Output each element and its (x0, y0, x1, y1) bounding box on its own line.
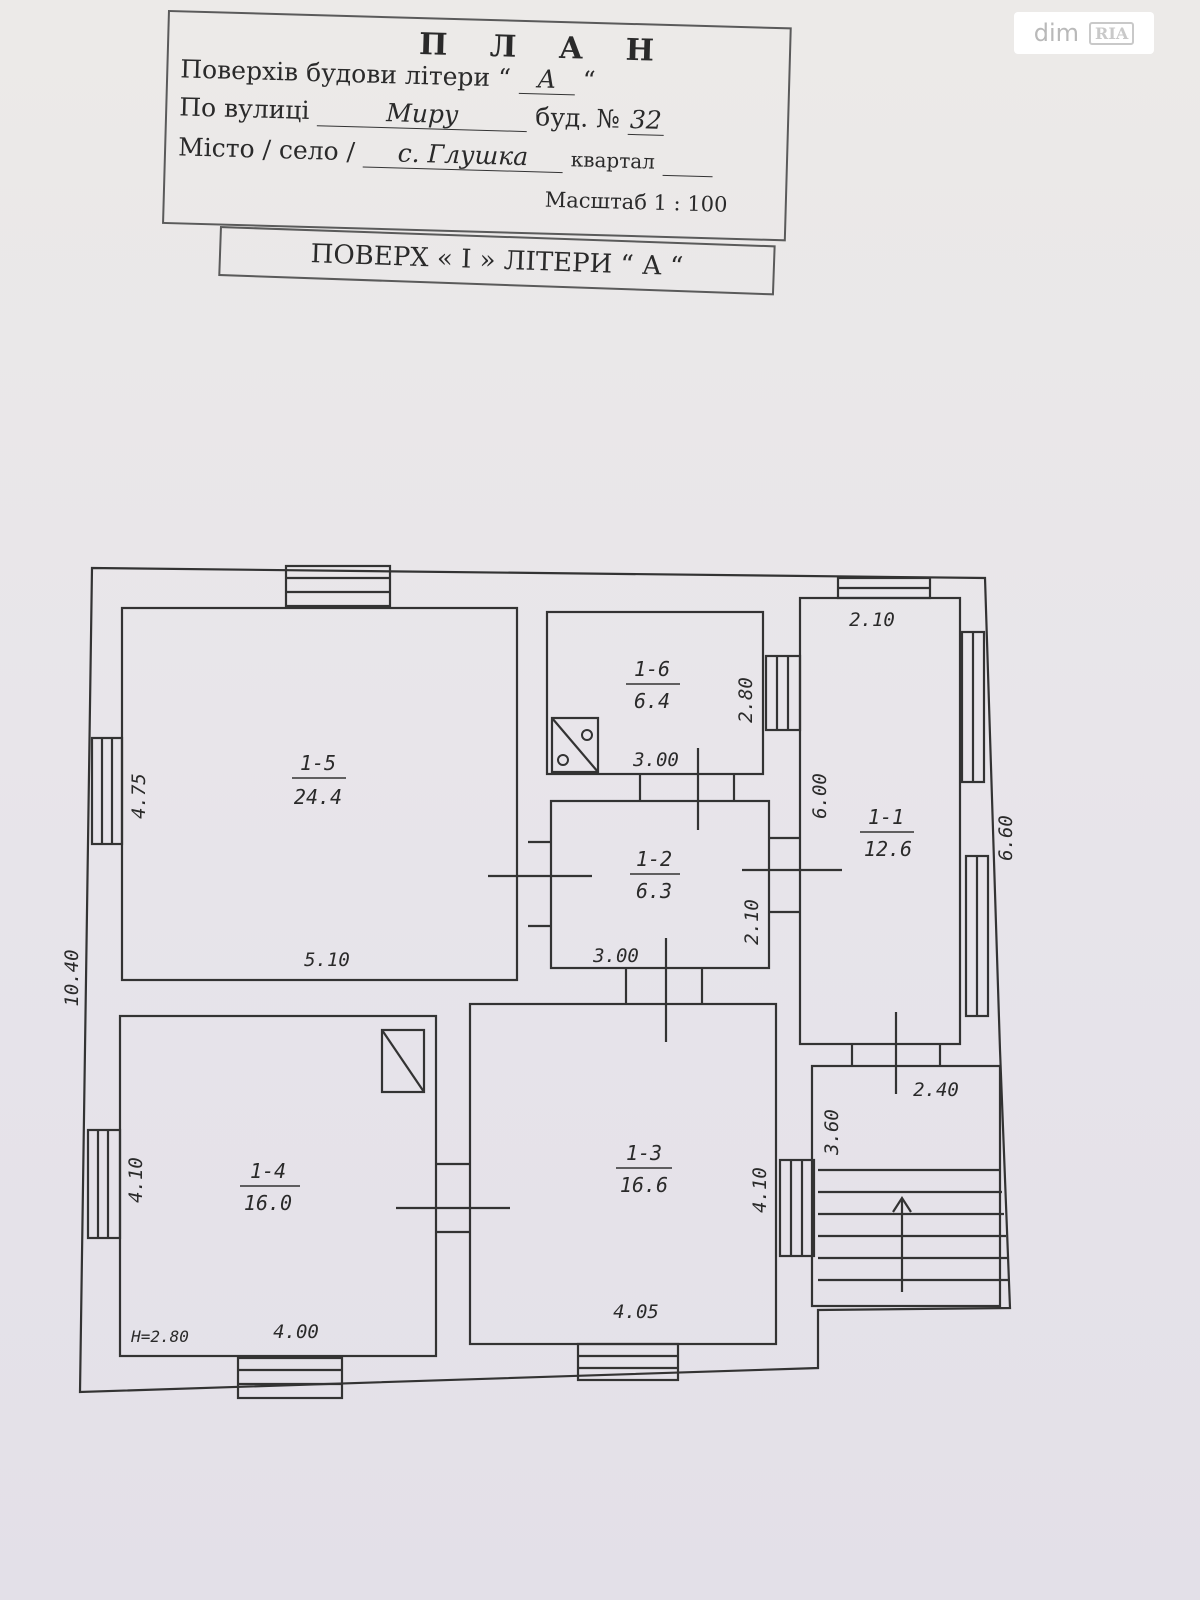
dim-overall-height: 10.40 (61, 949, 83, 1006)
stove-diagonal-1-6 (551, 717, 599, 773)
room-1-1-area: 12.6 (864, 837, 912, 861)
dim-r16-height: 2.80 (735, 677, 757, 723)
stove-diagonal-1-4 (381, 1029, 425, 1093)
dim-r14-height: 4.10 (125, 1157, 147, 1203)
dim-r12-width: 3.00 (592, 945, 639, 967)
dim-ria-watermark: dim RIA (1014, 12, 1154, 54)
dim-porch-width: 2.40 (913, 1079, 959, 1101)
dim-r16-width: 3.00 (632, 749, 679, 771)
dim-porch-height: 3.60 (821, 1109, 843, 1156)
watermark-mark: RIA (1089, 21, 1135, 45)
stove-burner-1 (581, 729, 593, 741)
room-1-2-id: 1-2 (636, 847, 672, 871)
dim-r12-height: 2.10 (741, 899, 763, 945)
exterior-wall (78, 566, 1012, 1394)
room-1-1-id: 1-1 (868, 805, 904, 829)
room-1-5-area: 24.4 (294, 785, 342, 809)
room-1-5-id: 1-5 (300, 751, 336, 775)
room-1-2-area: 6.3 (636, 879, 672, 903)
room-1-4-area: 16.0 (244, 1191, 292, 1215)
dim-r11-height: 6.00 (809, 773, 831, 819)
dim-r15-height: 4.75 (128, 773, 150, 819)
stove-room-1-4 (380, 1028, 426, 1094)
dim-r11-width: 2.10 (849, 609, 895, 631)
ceiling-height: H=2.80 (130, 1327, 189, 1346)
stove-burner-2 (557, 754, 569, 766)
dim-r13-height: 4.10 (749, 1167, 771, 1213)
door-openings (396, 748, 942, 1234)
stove-room-1-6 (550, 716, 600, 774)
room-1-4-id: 1-4 (250, 1159, 286, 1183)
room-1-6-area: 6.4 (634, 689, 670, 713)
room-1-6-id: 1-6 (634, 657, 670, 681)
watermark-brand: dim (1033, 19, 1080, 47)
room-1-3-id: 1-3 (626, 1141, 662, 1165)
dim-r14-width: 4.00 (273, 1321, 319, 1343)
porch-outline (810, 1064, 1002, 1308)
windows (86, 564, 990, 1400)
dim-right-height: 6.60 (995, 815, 1017, 861)
room-1-6-outline (545, 610, 765, 776)
room-1-2-outline (549, 799, 771, 970)
dim-r15-width: 5.10 (304, 949, 350, 971)
porch-stairs (818, 1168, 1010, 1292)
room-1-3-area: 16.6 (620, 1173, 668, 1197)
dim-r13-width: 4.05 (613, 1301, 659, 1323)
